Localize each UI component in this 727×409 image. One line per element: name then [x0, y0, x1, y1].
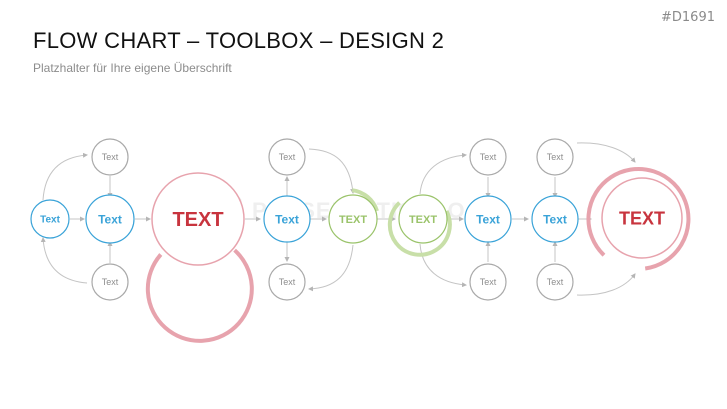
node-circle	[469, 138, 507, 176]
slide-code: #D1691	[661, 10, 715, 25]
node-circle	[536, 138, 574, 176]
flow-node-n9: TEXT	[328, 194, 378, 244]
node-label: Text	[480, 277, 497, 287]
node-circle	[91, 138, 129, 176]
flow-node-n5: TEXT	[151, 172, 245, 266]
node-label: TEXT	[172, 209, 223, 231]
node-circle	[91, 263, 129, 301]
flow-node-n3: Text	[85, 194, 135, 244]
flow-node-n11: Text	[469, 138, 507, 176]
page-subtitle: Platzhalter für Ihre eigene Überschrift	[33, 61, 232, 75]
node-circle	[398, 194, 448, 244]
node-circle	[328, 194, 378, 244]
node-label: Text	[480, 152, 497, 162]
flow-node-n15: Text	[531, 195, 579, 243]
node-label: Text	[98, 212, 122, 226]
connectors	[40, 142, 636, 296]
node-circle	[268, 263, 306, 301]
node-label: Text	[40, 215, 60, 226]
flow-node-n1: Text	[30, 199, 70, 239]
node-label: Text	[279, 152, 296, 162]
node-circle	[464, 195, 512, 243]
node-label: TEXT	[339, 214, 367, 226]
node-circle	[30, 199, 70, 239]
node-circle	[469, 263, 507, 301]
flow-node-n6: Text	[268, 138, 306, 176]
flow-node-n10: TEXT	[398, 194, 448, 244]
node-label: Text	[543, 212, 567, 226]
flow-node-n13: Text	[469, 263, 507, 301]
node-label: Text	[547, 277, 564, 287]
flow-node-n12: Text	[464, 195, 512, 243]
flow-node-n16: Text	[536, 263, 574, 301]
node-circle	[531, 195, 579, 243]
node-label: TEXT	[409, 214, 437, 226]
flow-node-n17: TEXT	[601, 177, 683, 259]
node-circle	[268, 138, 306, 176]
node-circle	[601, 177, 683, 259]
node-label: Text	[275, 212, 299, 226]
node-circle	[263, 195, 311, 243]
node-label: Text	[102, 277, 119, 287]
node-label: Text	[102, 152, 119, 162]
node-circle	[151, 172, 245, 266]
node-label: TEXT	[619, 208, 665, 228]
page-title: FLOW CHART – TOOLBOX – DESIGN 2	[33, 28, 445, 53]
flow-node-n2: Text	[91, 138, 129, 176]
flow-node-n7: Text	[263, 195, 311, 243]
flow-node-n14: Text	[536, 138, 574, 176]
rings	[145, 166, 691, 343]
flow-node-n8: Text	[268, 263, 306, 301]
flow-node-n4: Text	[91, 263, 129, 301]
node-circle	[85, 194, 135, 244]
node-label: Text	[476, 212, 500, 226]
node-circle	[536, 263, 574, 301]
node-label: Text	[547, 152, 564, 162]
node-label: Text	[279, 277, 296, 287]
